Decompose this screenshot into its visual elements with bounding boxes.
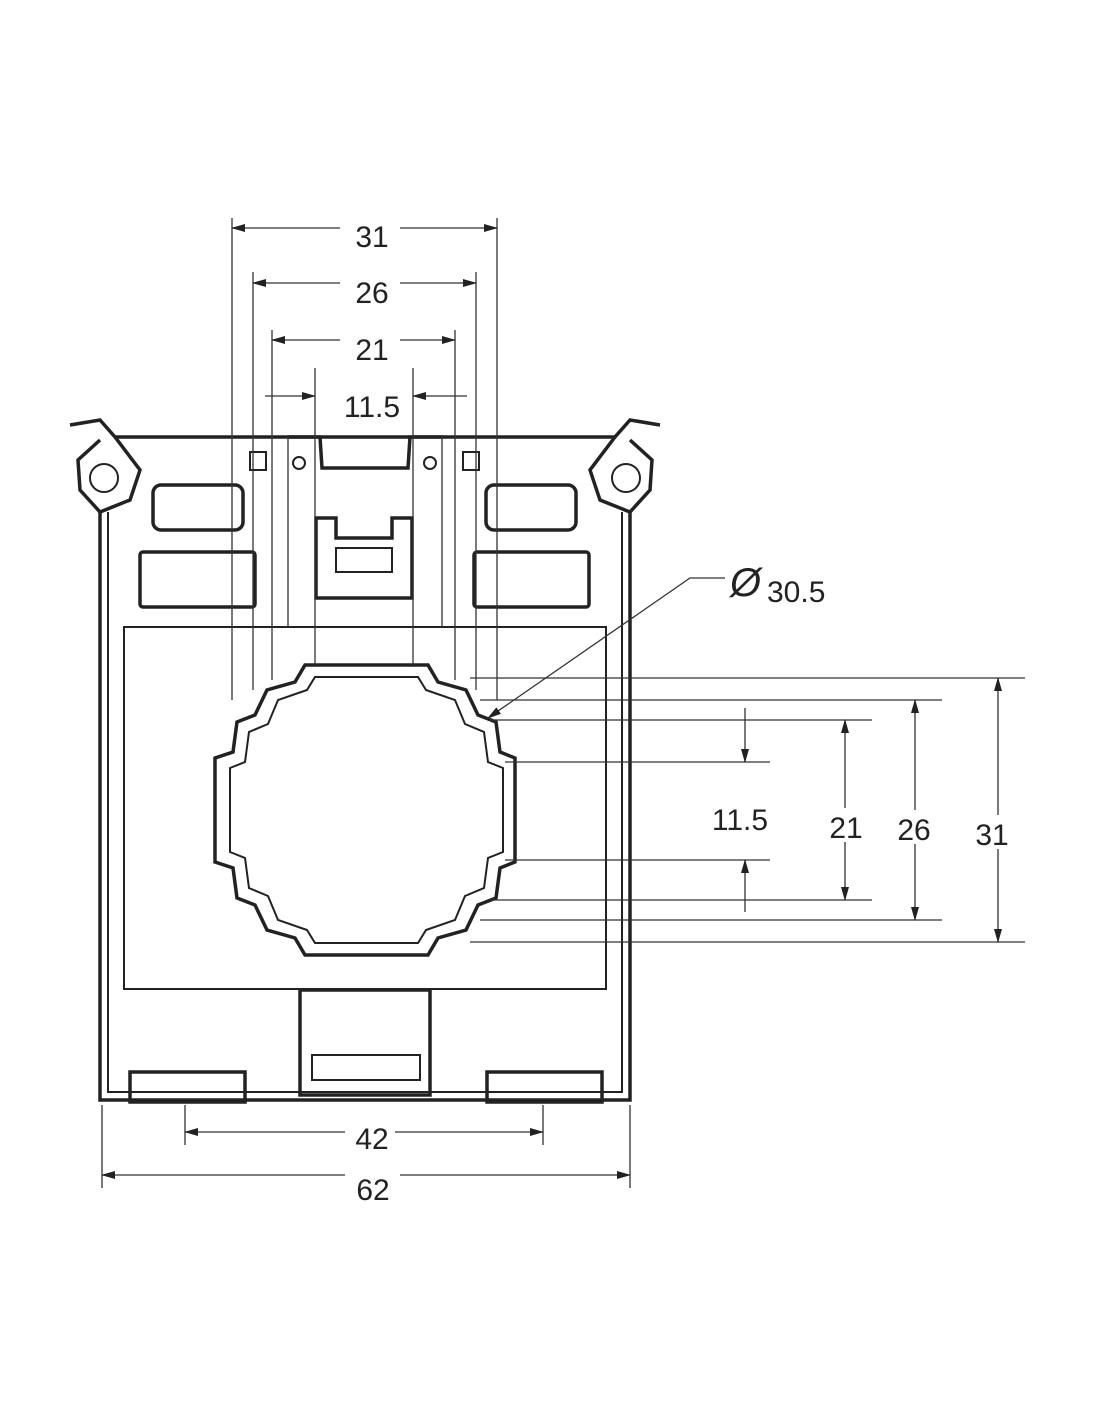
dim-top-11-5: 11.5 bbox=[344, 391, 400, 424]
dim-top-31: 31 bbox=[355, 221, 388, 254]
dim-top-21: 21 bbox=[355, 334, 388, 367]
dim-top-26: 26 bbox=[355, 277, 388, 310]
primary-conductor-window bbox=[213, 663, 517, 957]
dim-right-26: 26 bbox=[897, 814, 930, 847]
top-dimension-lines bbox=[231, 218, 498, 700]
dim-right-31: 31 bbox=[975, 819, 1008, 852]
diameter-leader bbox=[487, 577, 725, 719]
dim-right-21: 21 bbox=[829, 812, 862, 845]
dim-bottom-62: 62 bbox=[356, 1174, 389, 1207]
dim-right-11-5: 11.5 bbox=[712, 804, 768, 837]
dim-bottom-42: 42 bbox=[355, 1123, 388, 1156]
diameter-symbol: Ø bbox=[728, 561, 764, 605]
diameter-value: 30.5 bbox=[767, 576, 825, 609]
transformer-body bbox=[69, 418, 661, 1104]
